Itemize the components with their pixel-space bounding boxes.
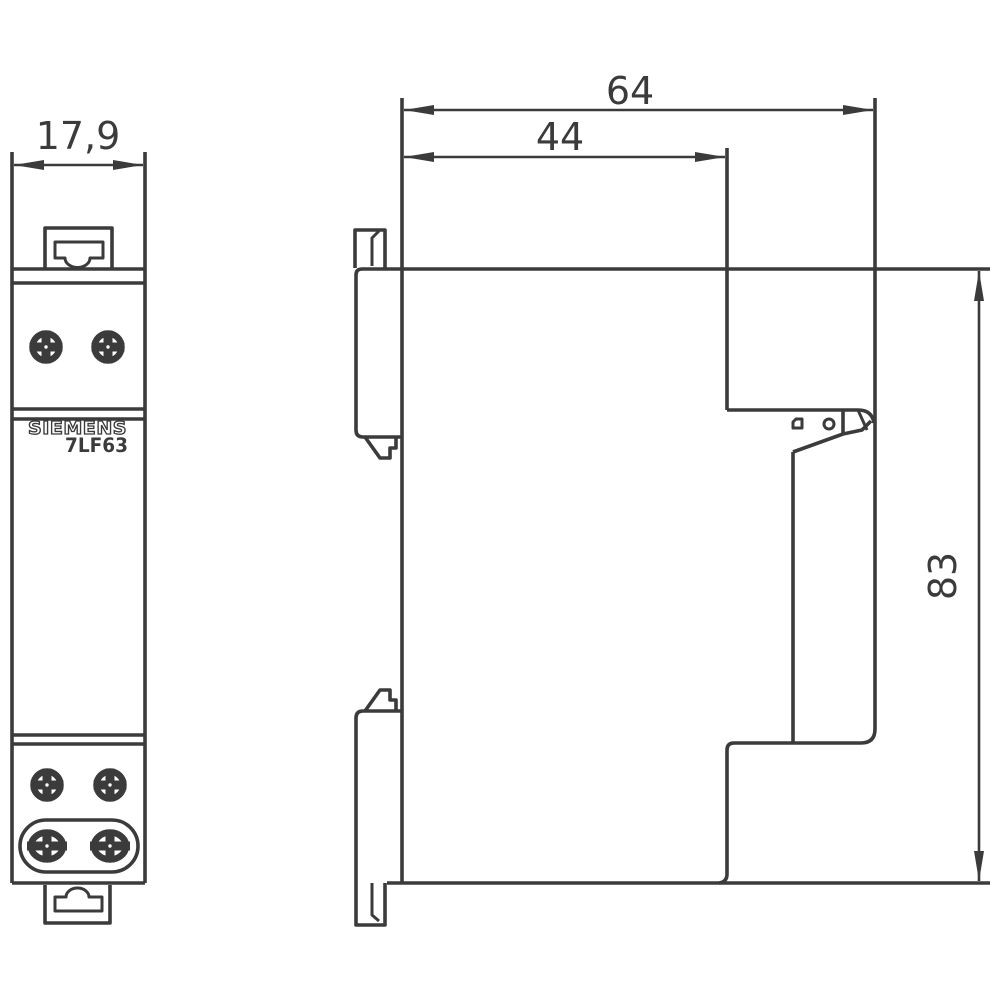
front-view: SIEMENS 7LF63 17,9 <box>10 114 147 925</box>
dim-arrow-left <box>404 152 434 162</box>
side-view: 64 44 83 <box>353 69 990 927</box>
square-marker-icon <box>791 417 804 430</box>
front-terminal-screws <box>30 331 127 802</box>
lower-clip-foot-slot <box>370 883 380 923</box>
model-label: 7LF63 <box>65 434 128 457</box>
front-body-outline <box>10 152 147 885</box>
dim-arrow-up <box>974 271 984 301</box>
upper-clip-foot-slot <box>370 229 381 266</box>
screw-icon <box>92 331 125 364</box>
screw-icon <box>27 830 67 863</box>
side-ledge-markings <box>791 417 836 431</box>
dim-83-value: 83 <box>921 552 965 600</box>
front-oval-terminal <box>18 818 140 874</box>
dimension-upper-depth: 44 <box>404 115 725 162</box>
lower-clip-block <box>354 709 402 927</box>
dim-arrow-right <box>695 152 725 162</box>
upper-clip-tab <box>363 435 398 460</box>
front-top-tab <box>43 226 114 269</box>
screw-icon <box>94 769 127 802</box>
latch-lever-bottom <box>842 419 873 436</box>
bottom-tab-slot <box>53 886 104 913</box>
dimension-width: 17,9 <box>14 114 143 170</box>
dimension-total-depth: 64 <box>404 69 873 115</box>
front-bottom-tab <box>43 885 112 925</box>
ring-marker-icon <box>822 417 836 431</box>
dim-arrow-left <box>404 105 434 115</box>
side-slope <box>792 432 844 454</box>
screw-icon <box>31 769 64 802</box>
dim-arrow-right <box>113 160 143 170</box>
side-top-edge-and-upper-clip <box>354 267 990 439</box>
upper-clip-foot <box>353 228 387 268</box>
dim-arrow-right <box>843 105 873 115</box>
latch-lever-split <box>856 409 869 431</box>
side-body-outline <box>353 98 990 927</box>
dim-arrow-left <box>14 160 44 170</box>
screw-icon <box>30 331 63 364</box>
brand-label: SIEMENS <box>28 418 127 439</box>
side-front-bulge <box>718 98 877 885</box>
dim-44-value: 44 <box>536 115 584 159</box>
dim-width-value: 17,9 <box>36 114 121 158</box>
dim-64-value: 64 <box>606 69 654 113</box>
dimension-height: 83 <box>921 271 984 881</box>
oval-terminal-outline <box>18 818 140 874</box>
dim-arrow-down <box>974 851 984 881</box>
bottom-tab-outline <box>43 885 112 925</box>
top-tab-outline <box>43 226 114 268</box>
screw-icon <box>90 830 130 863</box>
lower-clip-tab <box>363 688 398 713</box>
top-tab-slot <box>53 240 105 269</box>
